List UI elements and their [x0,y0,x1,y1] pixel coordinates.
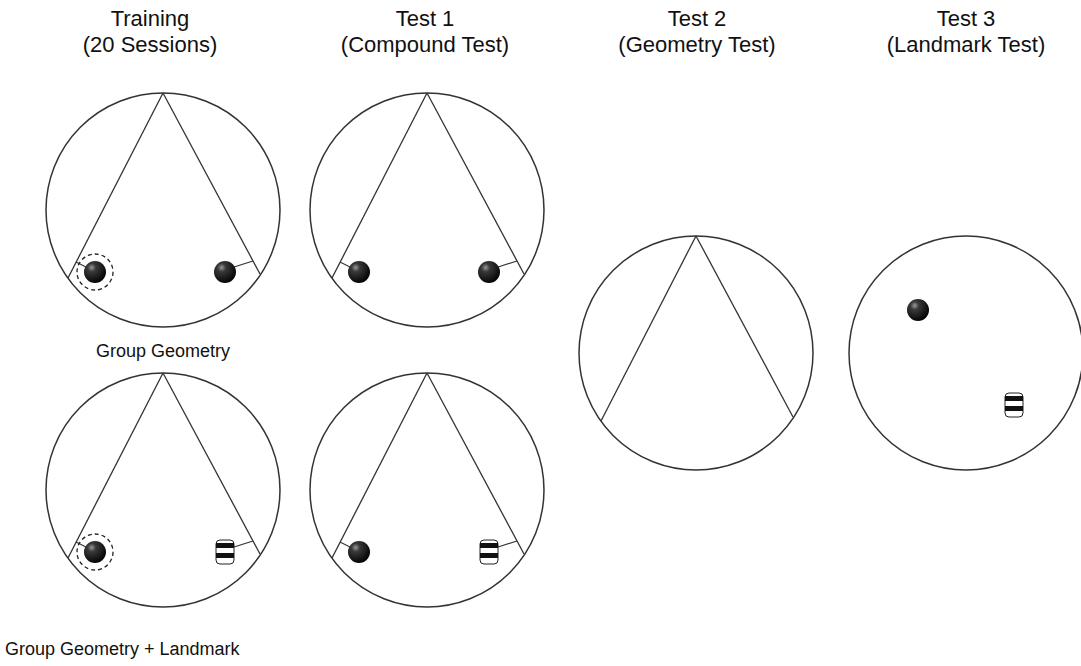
panel-heading: Test 3 (Landmark Test) [866,6,1066,58]
heading-text: Test 2 (Geometry Test) [618,6,775,57]
panel-heading: Test 1 (Compound Test) [325,6,525,58]
wrap-spacer [866,6,916,32]
wrap-spacer [1016,6,1066,32]
heading-text: Test 3 (Landmark Test) [887,6,1046,57]
wrap-spacer [597,6,647,32]
group-label: Group Geometry + Landmark [5,638,240,660]
heading-text: Training (20 Sessions) [83,6,218,57]
wrap-spacer [50,6,100,32]
wrap-spacer [747,6,797,32]
heading-text: Test 1 (Compound Test) [341,6,509,57]
wrap-spacer [325,6,375,32]
wrap-spacer [200,6,250,32]
wrap-spacer [475,6,525,32]
panel-heading: Training (20 Sessions) [50,6,250,58]
panel-heading: Test 2 (Geometry Test) [597,6,797,58]
group-label: Group Geometry [96,340,230,362]
